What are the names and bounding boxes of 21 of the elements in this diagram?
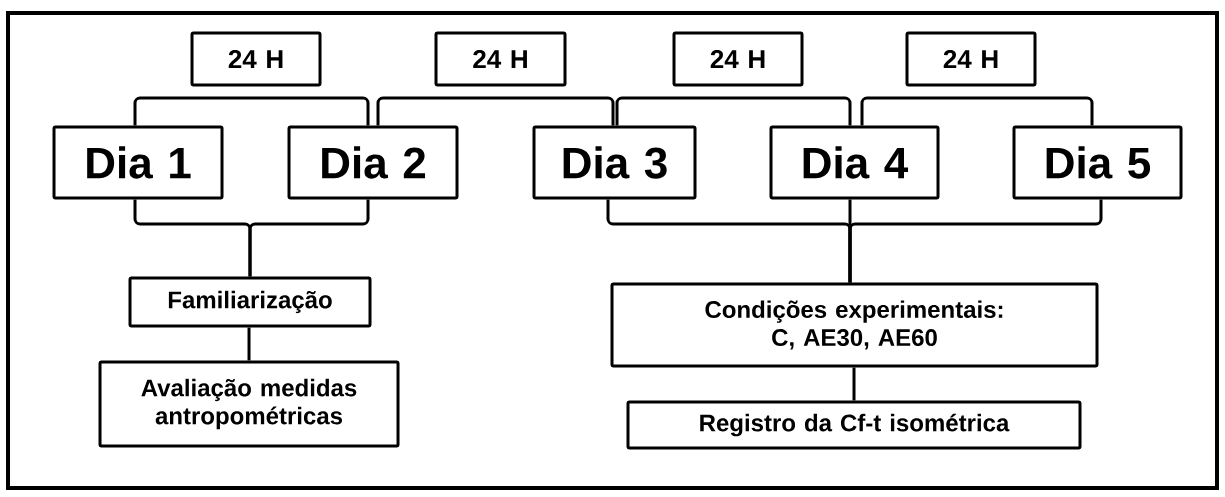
connector-line: [376, 96, 615, 126]
day-box: Dia 3: [532, 125, 697, 200]
connector-line: [860, 96, 1094, 126]
connector-line: [852, 367, 856, 401]
day-box: Dia 2: [287, 125, 459, 200]
connector-line: [133, 96, 370, 126]
duration-box: 24 H: [905, 31, 1037, 87]
day-box: Dia 4: [769, 125, 940, 200]
duration-box: 24 H: [190, 31, 322, 87]
process-box: Avaliação medidas antropométricas: [98, 360, 400, 448]
connector-line: [615, 96, 852, 126]
day-box: Dia 1: [52, 125, 224, 200]
connector-line: [248, 199, 370, 277]
process-box: Condições experimentais: C, AE30, AE60: [610, 282, 1099, 368]
process-box: Registro da Cf-t isométrica: [626, 400, 1082, 450]
connector-line: [848, 199, 1103, 283]
process-box: Familiarização: [128, 276, 372, 328]
duration-box: 24 H: [434, 31, 567, 87]
day-box: Dia 5: [1012, 125, 1183, 200]
connector-line: [247, 327, 251, 361]
duration-box: 24 H: [672, 31, 804, 87]
